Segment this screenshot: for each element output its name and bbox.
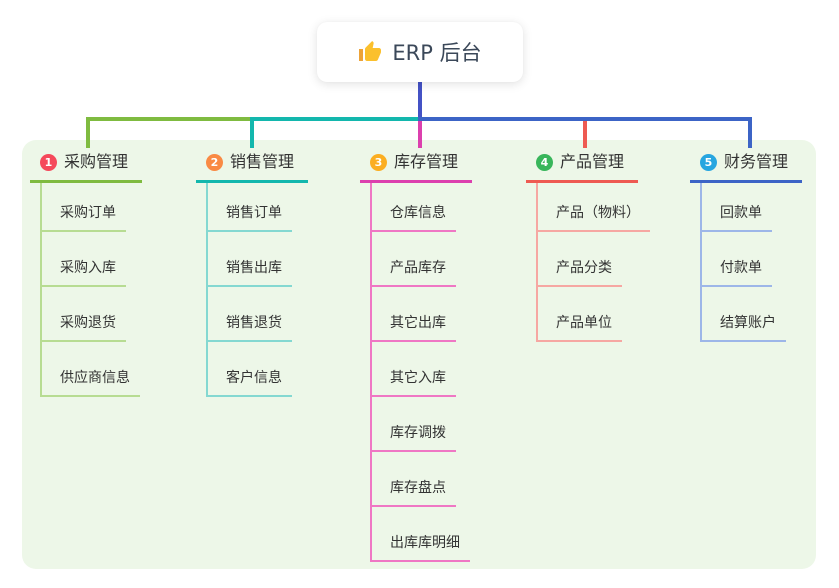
child-node[interactable]: 销售退货 xyxy=(208,287,292,342)
branch-title[interactable]: 1 采购管理 xyxy=(30,148,143,183)
mindmap-group-panel xyxy=(22,140,816,569)
child-node-label[interactable]: 产品单位 xyxy=(538,312,622,342)
branch-purchase-management: 1 采购管理 采购订单 采购入库 采购退货 供应商信息 xyxy=(30,148,143,397)
child-node[interactable]: 产品分类 xyxy=(538,232,650,287)
child-node[interactable]: 销售订单 xyxy=(208,183,292,232)
child-node[interactable]: 回款单 xyxy=(702,183,786,232)
child-node-label[interactable]: 销售退货 xyxy=(208,312,292,342)
branch-title[interactable]: 3 库存管理 xyxy=(360,148,473,183)
connector-drop-inventory xyxy=(418,121,422,148)
child-node[interactable]: 结算账户 xyxy=(702,287,786,342)
child-node-label[interactable]: 产品（物料） xyxy=(538,202,650,232)
connector-bus-sales xyxy=(250,117,420,121)
branch-title[interactable]: 5 财务管理 xyxy=(690,148,803,183)
child-node[interactable]: 采购订单 xyxy=(42,183,140,232)
connector-drop-finance xyxy=(748,117,752,148)
branch-finance-management: 5 财务管理 回款单 付款单 结算账户 xyxy=(690,148,803,342)
child-node-label[interactable]: 库存调拨 xyxy=(372,422,456,452)
connector-root-drop xyxy=(418,82,422,118)
branch-number-badge: 3 xyxy=(370,153,387,171)
child-node-label[interactable]: 采购订单 xyxy=(42,202,126,232)
branch-title-label: 销售管理 xyxy=(230,152,295,171)
connector-drop-sales xyxy=(250,117,254,148)
child-node-label[interactable]: 仓库信息 xyxy=(372,202,456,232)
branch-children: 销售订单 销售出库 销售退货 客户信息 xyxy=(206,183,292,397)
branch-number-badge: 4 xyxy=(536,153,553,171)
child-node[interactable]: 销售出库 xyxy=(208,232,292,287)
branch-title-label: 采购管理 xyxy=(64,152,129,171)
child-node-label[interactable]: 库存盘点 xyxy=(372,477,456,507)
child-node-label[interactable]: 采购入库 xyxy=(42,257,126,287)
child-node-label[interactable]: 客户信息 xyxy=(208,367,292,397)
child-node[interactable]: 出库库明细 xyxy=(372,507,470,562)
child-node[interactable]: 仓库信息 xyxy=(372,183,470,232)
branch-children: 产品（物料） 产品分类 产品单位 xyxy=(536,183,650,342)
child-node[interactable]: 库存调拨 xyxy=(372,397,470,452)
child-node-label[interactable]: 付款单 xyxy=(702,257,772,287)
branch-number-badge: 5 xyxy=(700,153,717,171)
child-node[interactable]: 付款单 xyxy=(702,232,786,287)
branch-title-label: 库存管理 xyxy=(394,152,459,171)
child-node-label[interactable]: 出库库明细 xyxy=(372,532,470,562)
root-node-label: ERP 后台 xyxy=(392,41,482,65)
branch-number-badge: 1 xyxy=(40,153,57,171)
connector-drop-product xyxy=(583,121,587,148)
child-node-label[interactable]: 产品库存 xyxy=(372,257,456,287)
connector-drop-purchase xyxy=(86,117,90,148)
child-node-label[interactable]: 采购退货 xyxy=(42,312,126,342)
branch-inventory-management: 3 库存管理 仓库信息 产品库存 其它出库 其它入库 库存调拨 库存盘点 出库库… xyxy=(360,148,473,562)
child-node-label[interactable]: 回款单 xyxy=(702,202,772,232)
child-node-label[interactable]: 结算账户 xyxy=(702,312,786,342)
child-node[interactable]: 供应商信息 xyxy=(42,342,140,397)
child-node[interactable]: 采购退货 xyxy=(42,287,140,342)
child-node[interactable]: 产品单位 xyxy=(538,287,650,342)
branch-title-label: 财务管理 xyxy=(724,152,789,171)
connector-bus-finance xyxy=(418,117,752,121)
branch-sales-management: 2 销售管理 销售订单 销售出库 销售退货 客户信息 xyxy=(196,148,309,397)
child-node[interactable]: 产品（物料） xyxy=(538,183,650,232)
child-node-label[interactable]: 销售出库 xyxy=(208,257,292,287)
branch-children: 采购订单 采购入库 采购退货 供应商信息 xyxy=(40,183,140,397)
branch-children: 仓库信息 产品库存 其它出库 其它入库 库存调拨 库存盘点 出库库明细 xyxy=(370,183,470,562)
child-node[interactable]: 库存盘点 xyxy=(372,452,470,507)
child-node-label[interactable]: 产品分类 xyxy=(538,257,622,287)
branch-number-badge: 2 xyxy=(206,153,223,171)
child-node[interactable]: 其它入库 xyxy=(372,342,470,397)
branch-children: 回款单 付款单 结算账户 xyxy=(700,183,786,342)
child-node[interactable]: 产品库存 xyxy=(372,232,470,287)
child-node[interactable]: 采购入库 xyxy=(42,232,140,287)
child-node-label[interactable]: 其它出库 xyxy=(372,312,456,342)
child-node[interactable]: 其它出库 xyxy=(372,287,470,342)
child-node-label[interactable]: 销售订单 xyxy=(208,202,292,232)
branch-title[interactable]: 2 销售管理 xyxy=(196,148,309,183)
branch-product-management: 4 产品管理 产品（物料） 产品分类 产品单位 xyxy=(526,148,650,342)
branch-title-label: 产品管理 xyxy=(560,152,625,171)
child-node-label[interactable]: 其它入库 xyxy=(372,367,456,397)
branch-title[interactable]: 4 产品管理 xyxy=(526,148,639,183)
child-node[interactable]: 客户信息 xyxy=(208,342,292,397)
root-node[interactable]: ERP 后台 xyxy=(317,22,523,82)
connector-bus-purchase xyxy=(86,117,254,121)
thumbs-up-icon xyxy=(358,40,382,64)
child-node-label[interactable]: 供应商信息 xyxy=(42,367,140,397)
